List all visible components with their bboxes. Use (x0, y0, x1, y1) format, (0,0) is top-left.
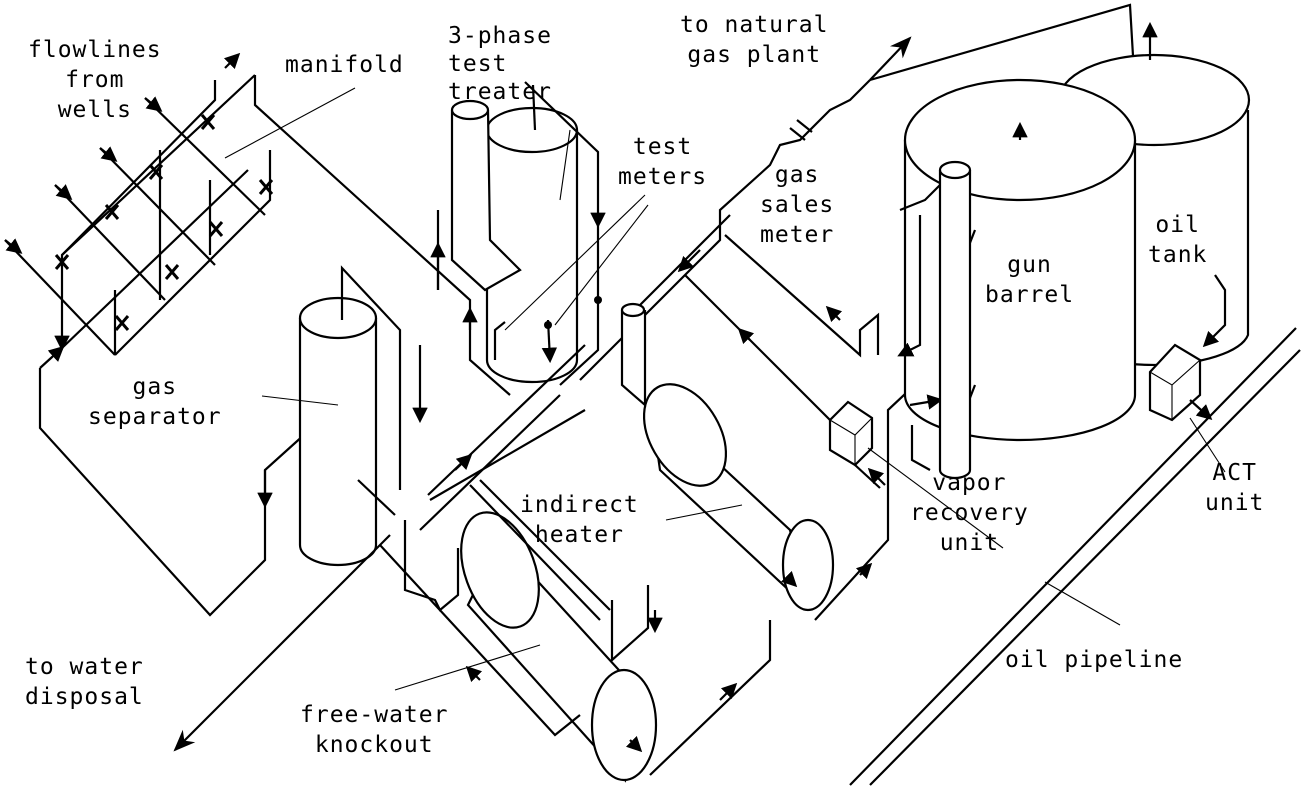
gun-barrel-stack (938, 160, 972, 480)
leader-lines (224, 87, 1226, 691)
oil-pipeline (849, 327, 1301, 786)
label-act-unit: ACT unit (1205, 460, 1265, 516)
free-water-knockout (379, 479, 772, 783)
label-gun-barrel: gun barrel (985, 252, 1075, 308)
label-water-disposal: to water disposal (25, 654, 144, 710)
label-oil-tank: oil tank (1148, 212, 1208, 268)
label-gas-separator: gas separator (88, 374, 222, 430)
label-test-treater: 3-phase test treater (448, 23, 552, 105)
label-natural-gas-plant: to natural gas plant (680, 12, 829, 68)
label-manifold: manifold (285, 52, 404, 78)
test-treater (430, 81, 606, 386)
water-disposal-line (173, 534, 391, 752)
label-free-water-knockout: free-water knockout (300, 702, 449, 758)
label-flowlines: flowlines from wells (28, 37, 162, 123)
label-test-meters: test meters (618, 134, 708, 190)
vapor-recovery-unit (684, 234, 931, 489)
manifold (4, 52, 511, 617)
label-gas-sales-meter: gas sales meter (760, 162, 835, 248)
indirect-heater (620, 302, 921, 621)
label-vapor-recovery-unit: vapor recovery unit (910, 470, 1029, 556)
gas-separator (257, 265, 428, 567)
label-oil-pipeline: oil pipeline (1005, 647, 1184, 673)
act-unit (1148, 343, 1213, 422)
valve-icon (54, 114, 274, 331)
label-indirect-heater: indirect heater (520, 492, 639, 548)
